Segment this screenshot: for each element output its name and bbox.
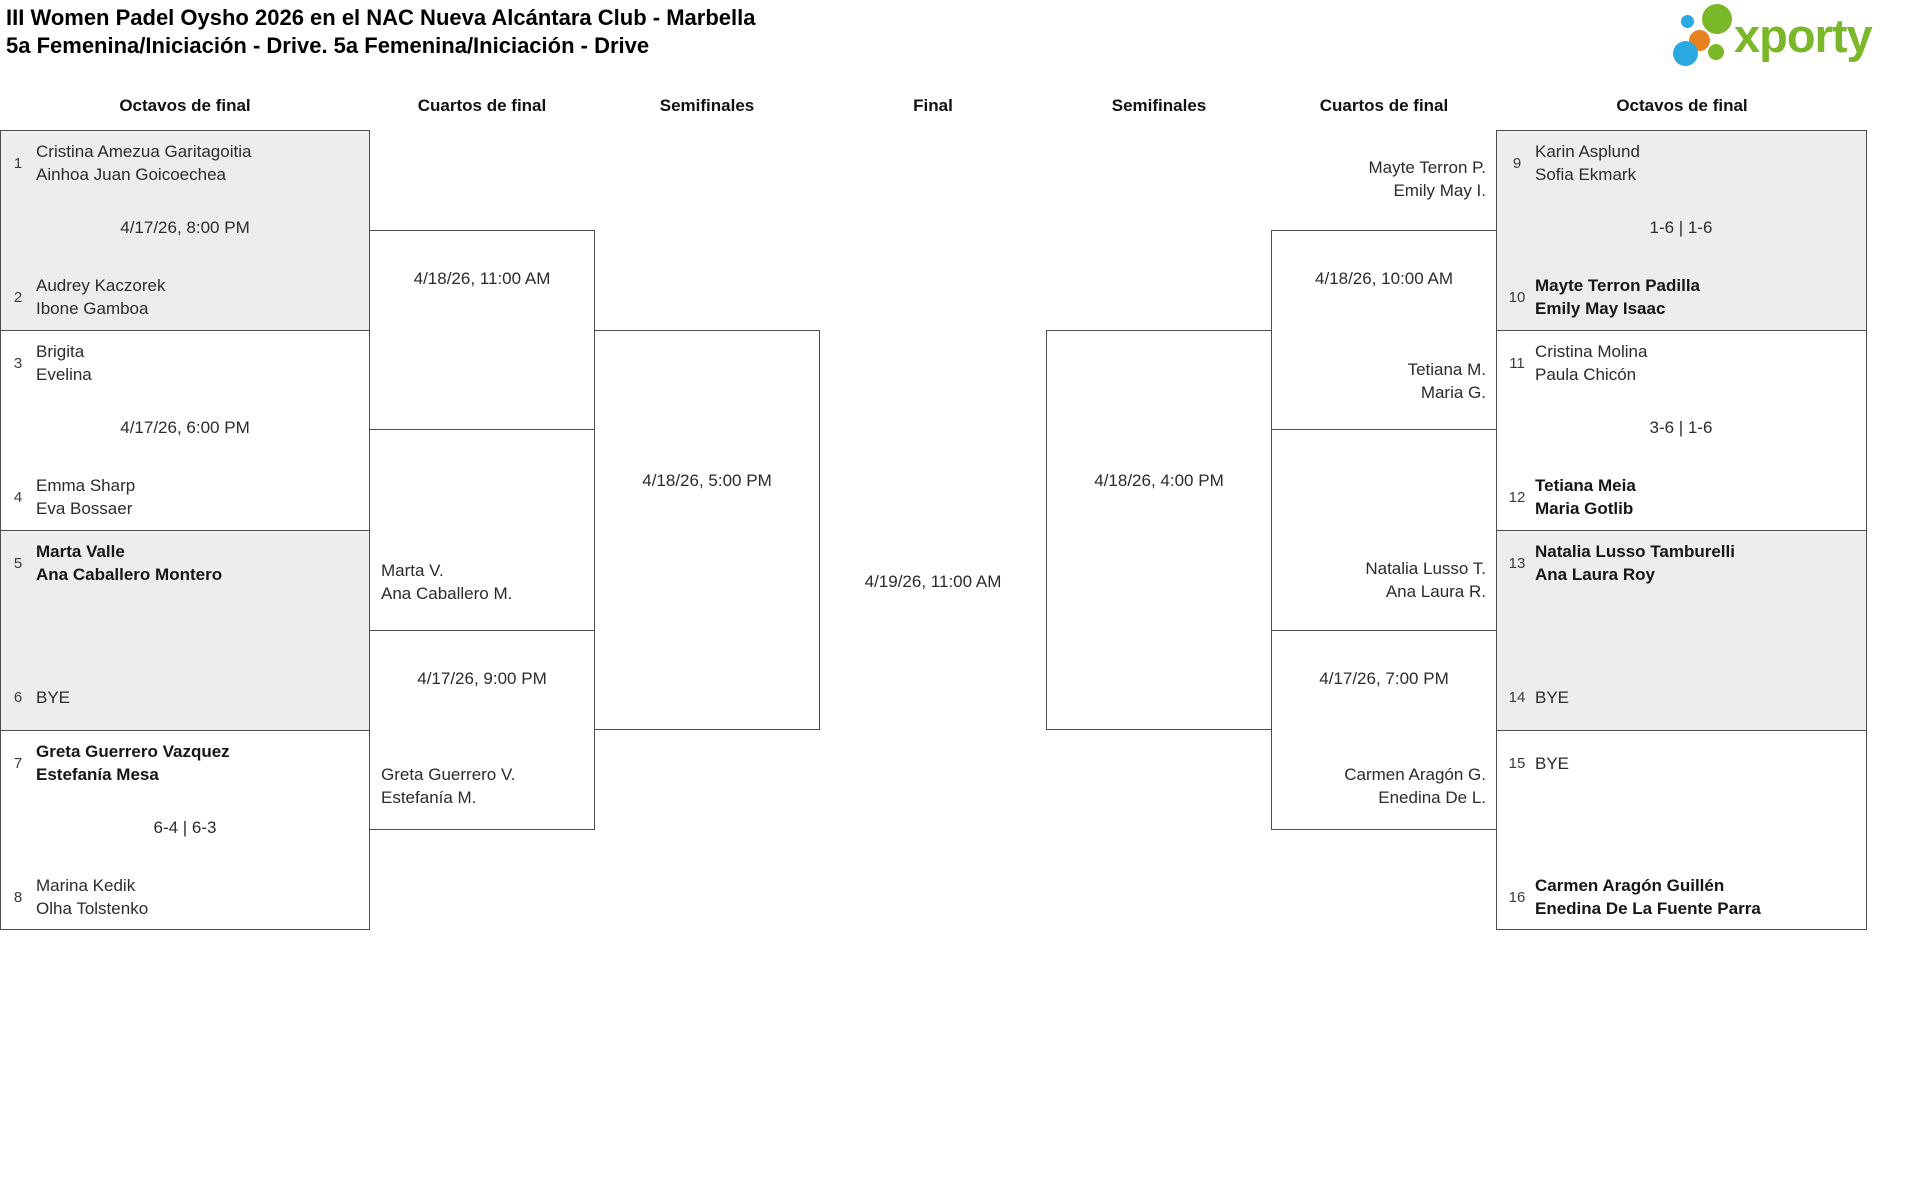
- team-names: BYE: [1535, 753, 1570, 773]
- match-score: 3-6 | 1-6: [1649, 418, 1713, 437]
- left-r16-box: [0, 130, 370, 930]
- logo-dot-small-green: [1708, 44, 1724, 60]
- seed-number: 5: [13, 554, 23, 572]
- qf-team-names: Tetiana M.Maria G.: [1407, 360, 1486, 402]
- match-score: 1-6 | 1-6: [1649, 218, 1713, 237]
- seed-number: 2: [13, 288, 23, 306]
- left-sf-box: [594, 330, 820, 730]
- seed-number: 12: [1508, 488, 1526, 506]
- match-datetime: 4/17/26, 8:00 PM: [120, 218, 250, 237]
- match-cell-7: [1497, 531, 1866, 731]
- seed-number: 15: [1508, 754, 1526, 772]
- seed-number: 4: [13, 488, 23, 506]
- seed-number: 9: [1512, 154, 1522, 172]
- qf-team-names: Natalia Lusso T.Ana Laura R.: [1365, 559, 1486, 601]
- round-header-right-r16: Octavos de final: [1616, 96, 1748, 115]
- right-qf-top-box: [1271, 230, 1497, 430]
- match-cell-2: [1, 331, 369, 531]
- logo-dot-small-blue: [1681, 15, 1694, 28]
- match-datetime: 4/17/26, 9:00 PM: [417, 669, 547, 688]
- right-sf-box: [1046, 330, 1272, 730]
- round-header-left-qf: Cuartos de final: [417, 96, 547, 115]
- left-qf-bottom-box: [369, 630, 595, 830]
- seed-number: 3: [13, 354, 23, 372]
- seed-number: 14: [1508, 688, 1526, 706]
- team-names: BYE: [1535, 687, 1570, 707]
- seed-number: 8: [13, 888, 23, 906]
- round-header-left-sf: Semifinales: [659, 96, 755, 115]
- match-datetime: 4/19/26, 11:00 AM: [864, 572, 1002, 591]
- seed-number: 10: [1508, 288, 1526, 306]
- match-cell-5: [1497, 131, 1866, 331]
- qf-team-names: Marta V.Ana Caballero M.: [381, 561, 513, 603]
- match-score: 6-4 | 6-3: [153, 818, 217, 837]
- tournament-title: III Women Padel Oysho 2026 en el NAC Nue…: [6, 5, 756, 30]
- team-slot-6: 6 BYE: [6, 674, 356, 720]
- page-title: III Women Padel Oysho 2026 en el NAC Nue…: [6, 4, 755, 60]
- left-qf-top-box: [369, 230, 595, 430]
- seed-number: 13: [1508, 554, 1526, 572]
- qf-team-names: Greta Guerrero V.Estefanía M.: [381, 765, 516, 807]
- seed-number: 7: [13, 754, 23, 772]
- qf-team-names: Mayte Terron P.Emily May I.: [1368, 158, 1487, 200]
- round-header-right-sf: Semifinales: [1111, 96, 1207, 115]
- match-datetime: 4/17/26, 7:00 PM: [1319, 669, 1449, 688]
- seed-number: 11: [1509, 354, 1525, 372]
- seed-number: 16: [1508, 888, 1526, 906]
- seed-number: 1: [13, 154, 23, 172]
- logo-text: xporty: [1734, 9, 1873, 62]
- team-slot-14: 14 BYE: [1505, 674, 1855, 720]
- match-datetime: 4/17/26, 6:00 PM: [120, 418, 250, 437]
- match-datetime: 4/18/26, 11:00 AM: [413, 269, 551, 288]
- logo-dot-big-green: [1702, 4, 1732, 34]
- match-datetime: 4/18/26, 10:00 AM: [1315, 269, 1453, 288]
- match-cell-3: [1, 531, 369, 731]
- right-r16-box: [1496, 130, 1867, 930]
- round-header-left-r16: Octavos de final: [119, 96, 251, 115]
- qf-team-names: Carmen Aragón G.Enedina De L.: [1344, 765, 1486, 807]
- match-datetime: 4/18/26, 4:00 PM: [1094, 471, 1224, 490]
- match-cell-6: [1497, 331, 1866, 531]
- category-subtitle: 5a Femenina/Iniciación - Drive. 5a Femen…: [6, 33, 650, 58]
- match-cell-1: [1, 131, 369, 331]
- logo-dot-big-blue: [1673, 41, 1698, 66]
- xporty-logo[interactable]: xporty: [1672, 4, 1907, 70]
- round-header-right-qf: Cuartos de final: [1319, 96, 1449, 115]
- match-datetime: 4/18/26, 5:00 PM: [642, 471, 772, 490]
- team-names: BYE: [36, 687, 71, 707]
- team-slot-15: 15 BYE: [1505, 740, 1855, 786]
- right-qf-bottom-box: [1271, 630, 1497, 830]
- round-header-final: Final: [913, 96, 953, 115]
- seed-number: 6: [13, 688, 23, 706]
